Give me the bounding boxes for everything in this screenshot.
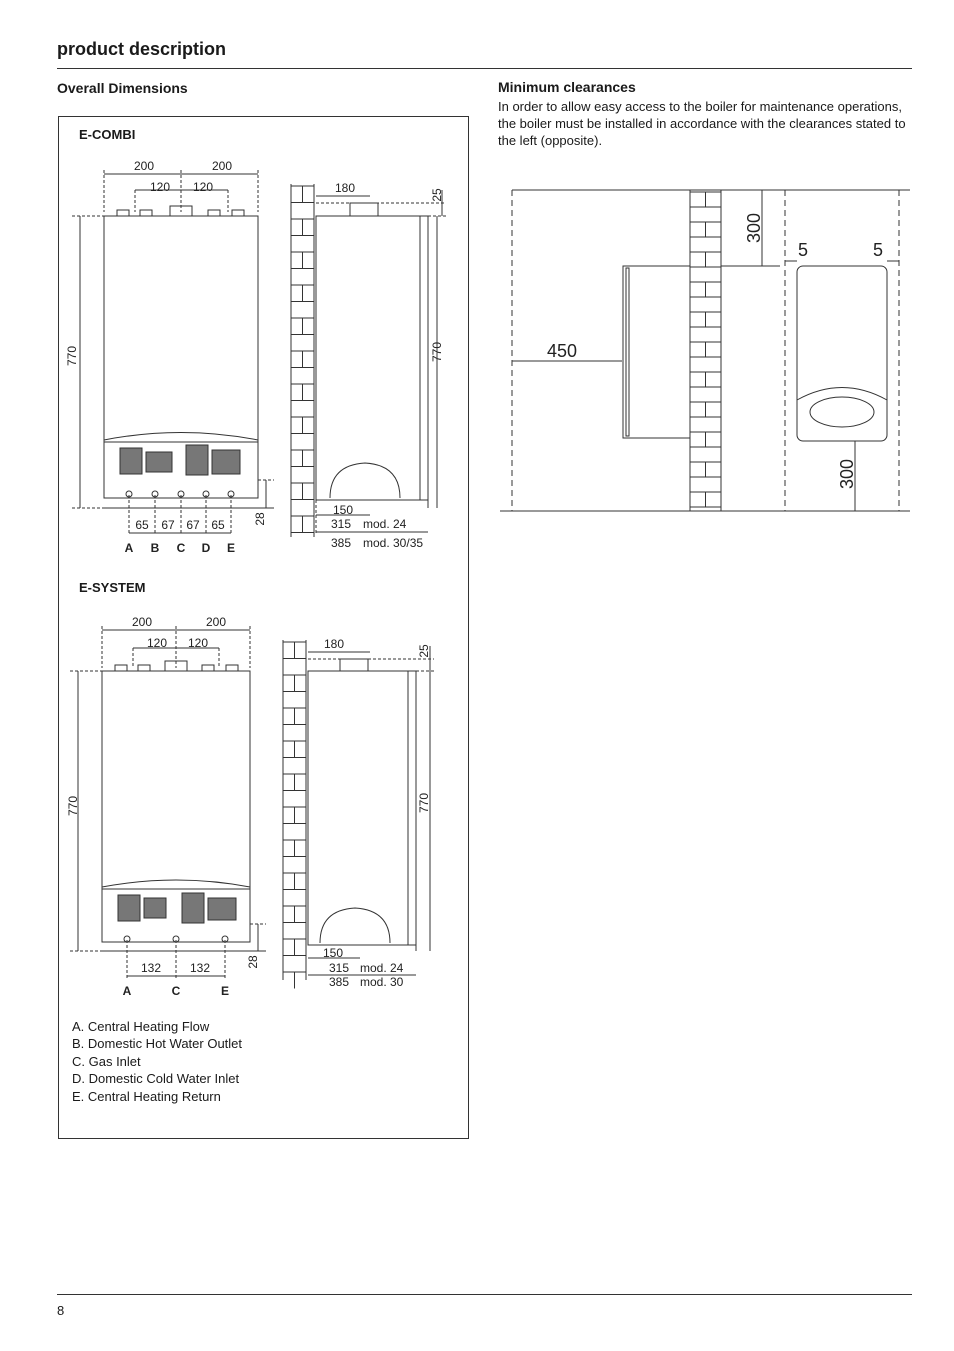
combi-height: 770 (65, 346, 79, 366)
combi-p4: 65 (211, 518, 225, 532)
overall-dimensions-title: Overall Dimensions (57, 80, 188, 96)
system-p2: 132 (190, 961, 210, 975)
combi-side-d3mod: mod. 30/35 (363, 536, 423, 550)
system-w2: 200 (206, 615, 226, 629)
combi-c2: 120 (193, 180, 213, 194)
system-side-d3mod: mod. 30 (360, 975, 404, 989)
page-number: 8 (57, 1303, 65, 1318)
system-c1: 120 (147, 636, 167, 650)
minimum-clearances-title: Minimum clearances (498, 79, 636, 95)
system-p1: 132 (141, 961, 161, 975)
dimensions-frame (58, 116, 469, 1139)
combi-side-d2mod: mod. 24 (363, 517, 407, 531)
e-system-label: E-SYSTEM (79, 580, 146, 595)
combi-gap: 28 (253, 512, 267, 526)
system-side-topgap: 25 (417, 644, 431, 658)
system-connector-a: A (123, 984, 132, 998)
footer-rule (57, 1294, 912, 1295)
system-side-height: 770 (417, 793, 431, 813)
connector-legend: A. Central Heating Flow B. Domestic Hot … (72, 1018, 242, 1105)
combi-w1: 200 (134, 159, 154, 173)
legend-item: E. Central Heating Return (72, 1088, 221, 1104)
combi-c1: 120 (150, 180, 170, 194)
legend-item: C. Gas Inlet (72, 1053, 141, 1069)
brick-wall (690, 191, 721, 508)
brick-wall (291, 185, 314, 533)
clearance-right: 5 (873, 240, 883, 260)
combi-side-d3: 385 (331, 536, 351, 550)
combi-side-d2: 315 (331, 517, 351, 531)
header-rule (57, 68, 912, 69)
system-height: 770 (66, 796, 80, 816)
page-title: product description (57, 39, 227, 59)
clearance-top: 300 (744, 213, 764, 243)
system-side-d2mod: mod. 24 (360, 961, 404, 975)
clearance-left: 5 (798, 240, 808, 260)
combi-side-height: 770 (430, 342, 444, 362)
system-side-d1: 150 (323, 946, 343, 960)
combi-connector-c: C (177, 541, 186, 555)
combi-side-d1: 150 (333, 503, 353, 517)
clearances-text: In order to allow easy access to the boi… (498, 99, 906, 148)
legend-item: A. Central Heating Flow (72, 1019, 210, 1034)
system-side-top: 180 (324, 637, 344, 651)
legend-item: D. Domestic Cold Water Inlet (72, 1071, 240, 1087)
legend-item: B. Domestic Hot Water Outlet (72, 1036, 243, 1052)
combi-side-topgap: 25 (430, 188, 444, 202)
clearance-side: 450 (547, 341, 577, 361)
clearance-bottom: 300 (837, 459, 857, 489)
system-connector-c: C (172, 984, 181, 998)
e-combi-label: E-COMBI (79, 127, 136, 142)
system-w1: 200 (132, 615, 152, 629)
combi-connector-a: A (125, 541, 134, 555)
system-connector-e: E (221, 984, 229, 998)
combi-p3: 67 (186, 518, 200, 532)
combi-connector-e: E (227, 541, 235, 555)
combi-p1: 65 (135, 518, 149, 532)
combi-connector-d: D (202, 541, 211, 555)
system-side-d3: 385 (329, 975, 349, 989)
combi-w2: 200 (212, 159, 232, 173)
system-c2: 120 (188, 636, 208, 650)
combi-p2: 67 (161, 518, 175, 532)
system-gap: 28 (246, 955, 260, 969)
combi-connector-b: B (151, 541, 160, 555)
combi-side-top: 180 (335, 181, 355, 195)
brick-wall (283, 641, 306, 989)
system-side-d2: 315 (329, 961, 349, 975)
